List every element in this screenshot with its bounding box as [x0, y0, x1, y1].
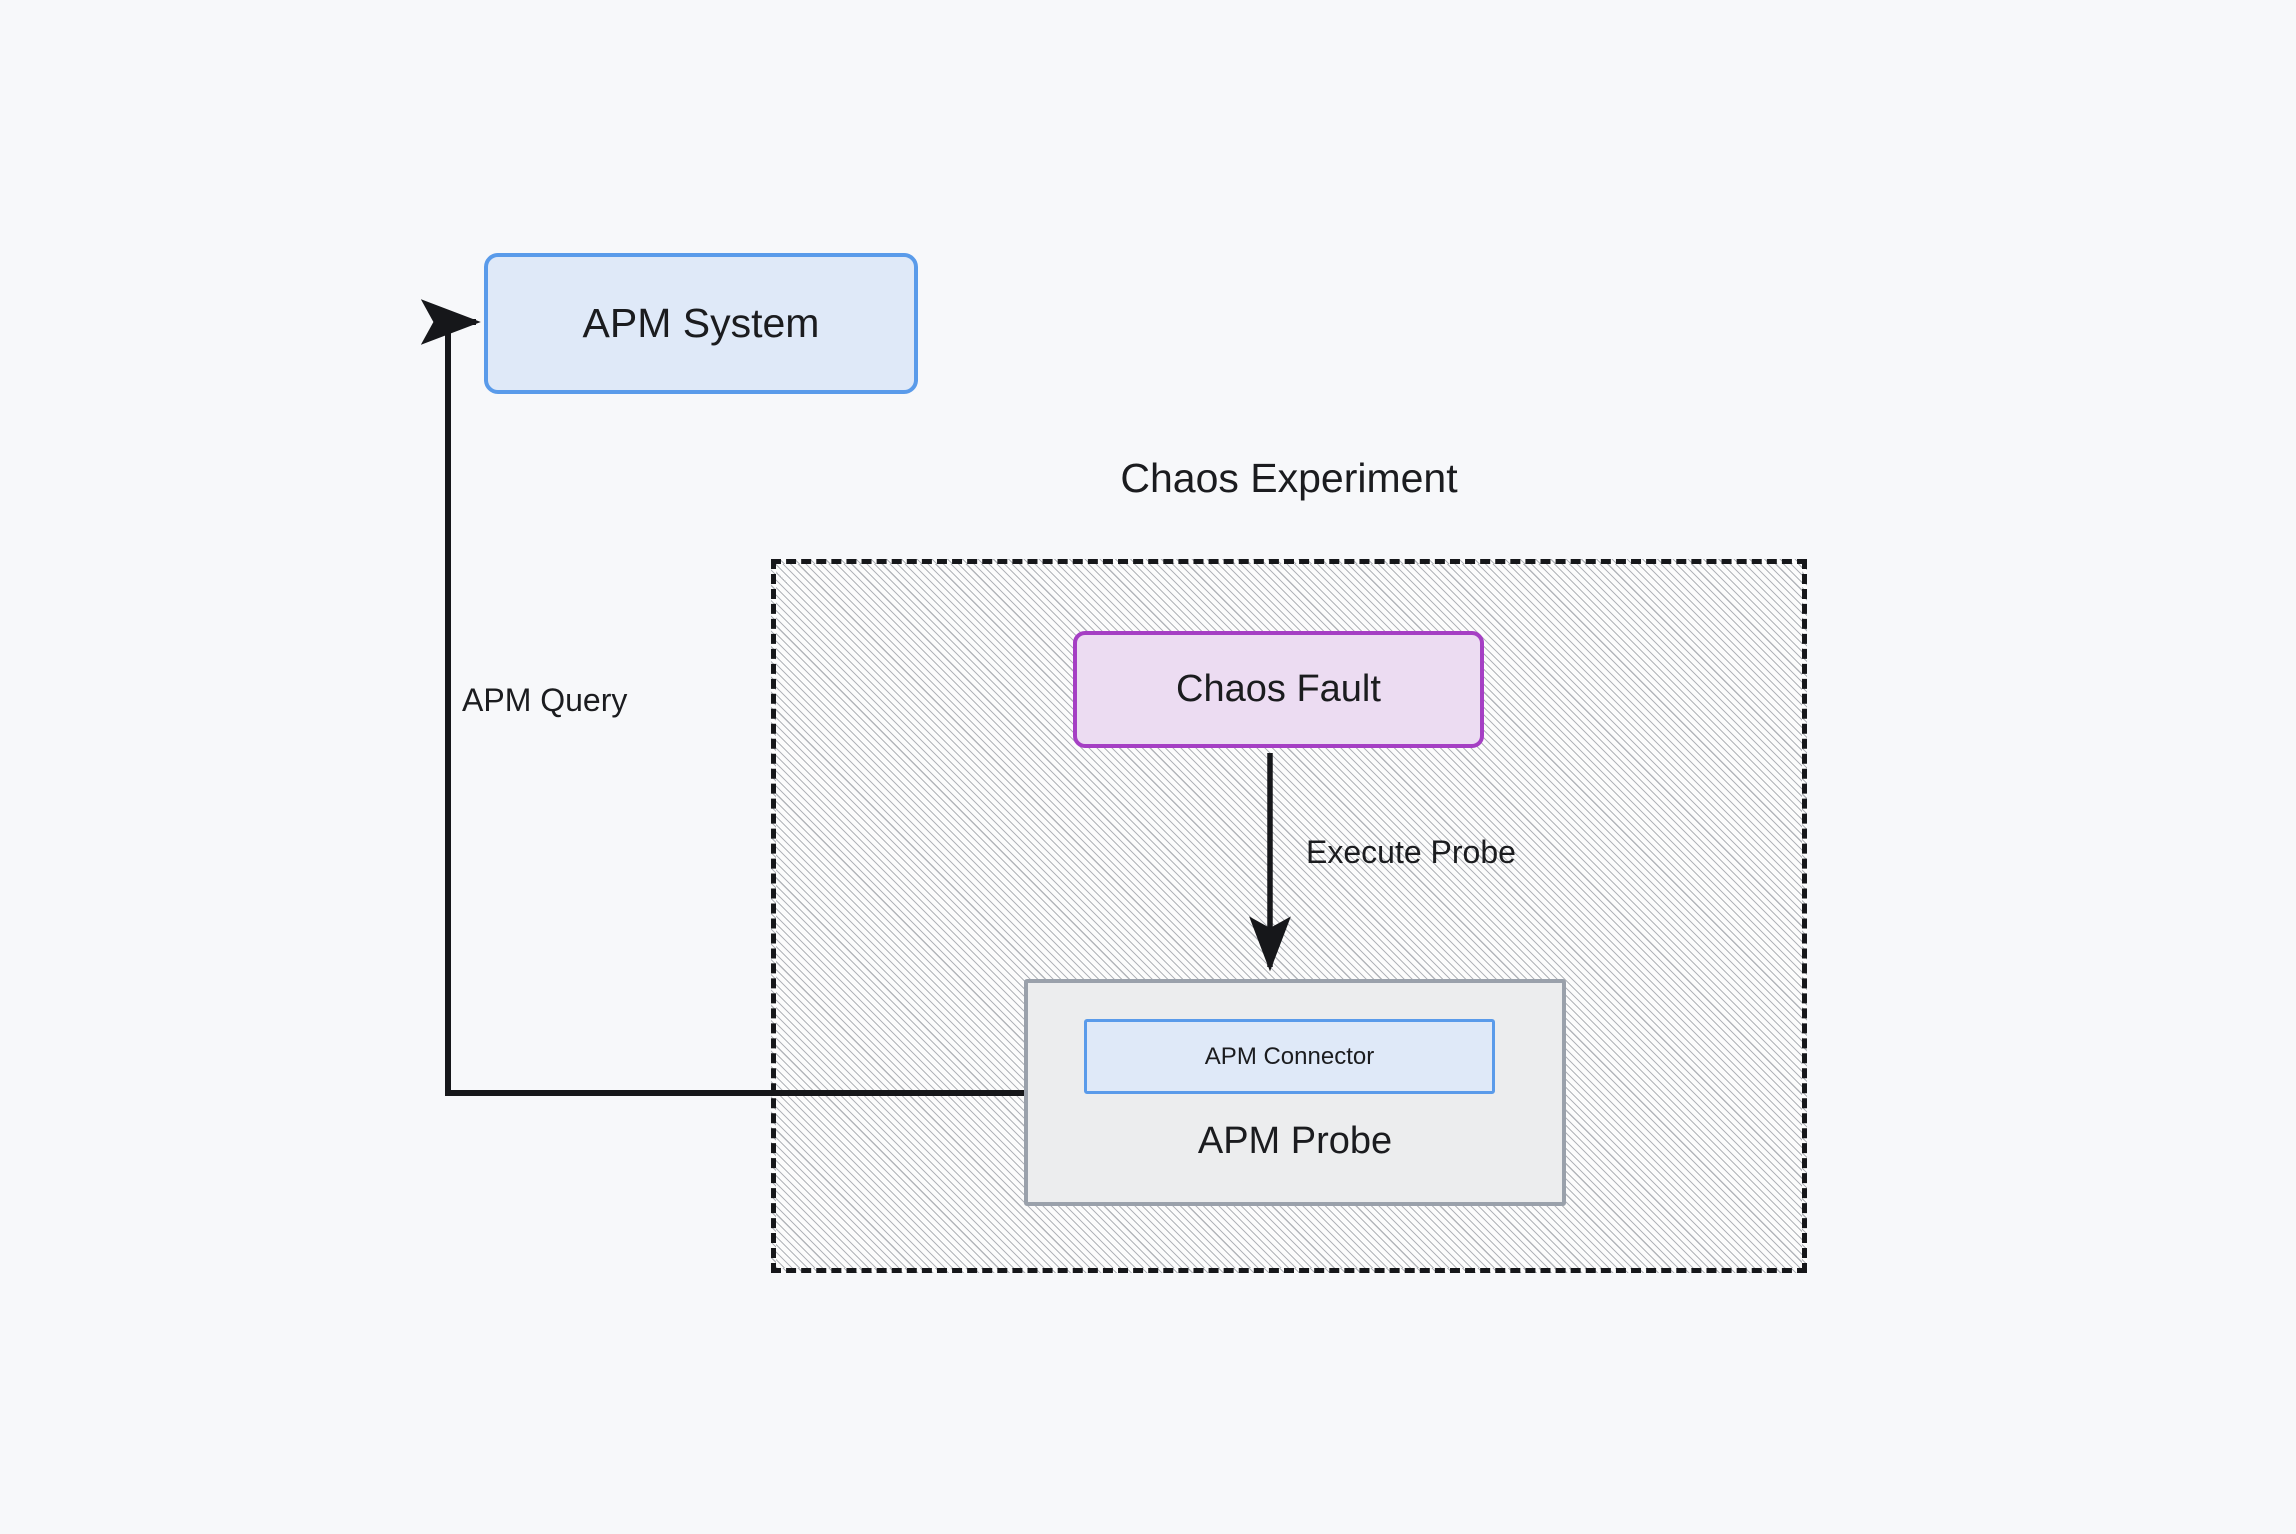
node-apm-probe[interactable]: APM Connector APM Probe	[1024, 979, 1566, 1206]
node-apm-connector[interactable]: APM Connector	[1084, 1019, 1495, 1094]
node-apm-system[interactable]: APM System	[484, 253, 918, 394]
edge-label-apm-query: APM Query	[462, 682, 628, 718]
chaos-experiment-title: Chaos Experiment	[1120, 455, 1458, 501]
node-apm-probe-label: APM Probe	[1197, 1120, 1393, 1162]
edge-label-execute-probe: Execute Probe	[1306, 834, 1516, 870]
node-apm-connector-label: APM Connector	[1204, 1042, 1375, 1070]
node-chaos-fault[interactable]: Chaos Fault	[1073, 631, 1484, 748]
node-apm-system-label: APM System	[582, 300, 820, 346]
node-chaos-fault-label: Chaos Fault	[1176, 668, 1381, 710]
